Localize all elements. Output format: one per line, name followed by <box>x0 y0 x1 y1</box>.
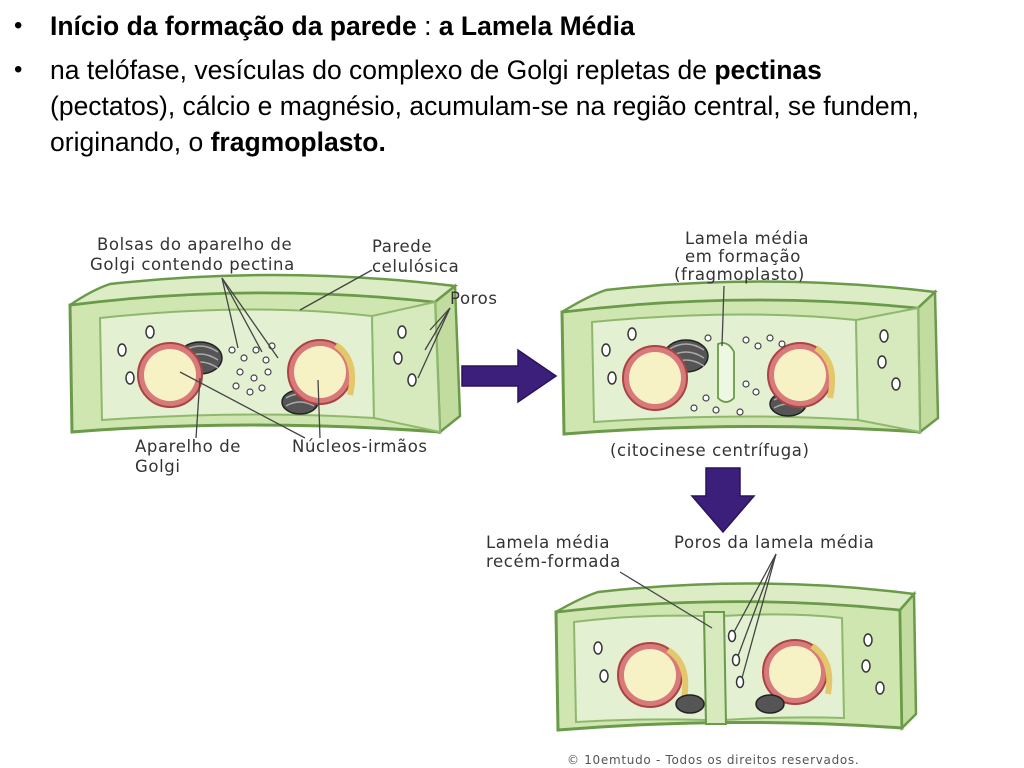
bullet-list: • Início da formação da parede : a Lamel… <box>14 8 1004 160</box>
pectin-vesicles-icon <box>690 334 786 416</box>
bullet-dot: • <box>14 56 23 83</box>
bullet2-text-part-1: na telófase, vesículas do complexo de Go… <box>50 55 715 85</box>
label-cytokinesis-caption: (citocinese centrífuga) <box>610 441 810 460</box>
phragmoplast-plate <box>717 342 735 403</box>
diagram-labels: Bolsas do aparelho de Golgi contendo pec… <box>90 229 875 767</box>
label-golgi-vesicles-line2: Golgi contendo pectina <box>90 255 295 274</box>
label-lamella-pores: Poros da lamela média <box>674 533 875 552</box>
wall-pit-icon <box>601 327 901 391</box>
cell-3-side-face <box>898 590 918 731</box>
label-forming-lamella-line3: (fragmoplasto) <box>674 265 805 284</box>
cell-3-top-face <box>555 582 917 614</box>
bullet-text-2: na telófase, vesículas do complexo de Go… <box>50 52 930 160</box>
label-new-lamella-line1: Lamela média <box>486 533 610 552</box>
nucleus-icon <box>622 342 836 411</box>
cell-2-wall-segment <box>854 306 922 434</box>
label-forming-lamella-line1: Lamela média <box>685 229 809 248</box>
cell-1 <box>68 269 462 439</box>
bullet1-separator: : <box>416 11 439 41</box>
new-middle-lamella <box>702 611 728 725</box>
label-sister-nuclei: Núcleos-irmãos <box>292 437 428 456</box>
cell-3-leader-lines <box>619 553 777 679</box>
bullet-text-1: Início da formação da parede : a Lamela … <box>50 8 635 44</box>
arrow-right-icon <box>461 348 558 404</box>
bullet2-bold-pectinas: pectinas <box>714 55 822 85</box>
cell-1-wall-segment <box>370 300 442 434</box>
bullet-dot: • <box>14 12 23 39</box>
bullet1-bold-title: Início da formação da parede <box>50 11 417 41</box>
wall-pit-icon <box>593 629 885 695</box>
label-golgi-apparatus-line2: Golgi <box>135 457 181 476</box>
cell-1-leader-lines <box>179 269 451 439</box>
bullet2-bold-fragmoplasto: fragmoplasto. <box>210 127 386 157</box>
cell-3 <box>554 553 918 732</box>
label-forming-lamella-line2: em formação <box>685 247 801 266</box>
label-golgi-vesicles-line1: Bolsas do aparelho de <box>97 235 292 254</box>
label-cell-wall-line2: celulósica <box>372 257 459 276</box>
nucleus-icon <box>617 639 833 708</box>
cell-2 <box>560 280 940 436</box>
label-new-lamella-line2: recém-formada <box>486 552 621 571</box>
cell-1-top-face <box>69 273 459 307</box>
cell-2-top-face <box>561 280 938 314</box>
bullet1-bold-subject: a Lamela Média <box>438 11 635 41</box>
cell-2-side-face <box>916 289 940 435</box>
bullet-item-2: • na telófase, vesículas do complexo de … <box>14 52 1004 160</box>
bullet-item-1: • Início da formação da parede : a Lamel… <box>14 8 1004 44</box>
cell-2-leader-line <box>721 285 725 347</box>
wall-pit-icon <box>117 325 417 387</box>
label-cell-wall-line1: Parede <box>372 237 432 256</box>
copyright-notice: © 10emtudo - Todos os direitos reservado… <box>567 753 859 767</box>
golgi-apparatus-icon <box>675 694 785 714</box>
nucleus-icon <box>137 339 356 408</box>
label-golgi-apparatus-line1: Aparelho de <box>135 437 241 456</box>
arrow-down-icon <box>690 467 756 534</box>
label-pores: Poros <box>450 289 498 308</box>
bullet2-text-part-2: (pectatos), cálcio e magnésio, acumulam-… <box>50 91 920 157</box>
